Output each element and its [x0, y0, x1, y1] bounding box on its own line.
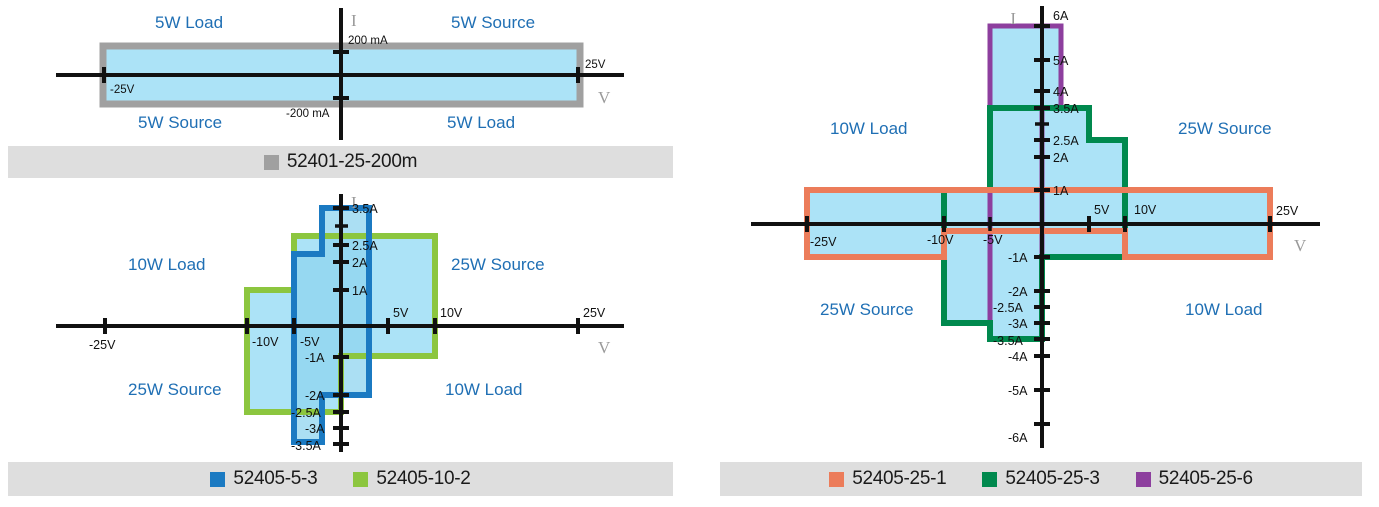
voltage-axis-label: V — [598, 338, 611, 357]
soa-outline-52405-5-3 — [291, 205, 372, 445]
legend-swatch-icon — [1135, 471, 1151, 487]
legend-item[interactable]: 52405-10-2 — [353, 468, 471, 490]
current-axis-label: I — [351, 11, 357, 30]
legend-item[interactable]: 52401-25-200m — [263, 151, 418, 173]
tick-label-y--4A: -4A — [1008, 350, 1028, 364]
legend-swatch-icon — [982, 471, 998, 487]
legend-label: 52405-25-6 — [1158, 468, 1254, 489]
tick-label-x--10V: -10V — [252, 335, 279, 349]
legend-chart-52401-25-200m: 52401-25-200m — [8, 146, 673, 178]
voltage-axis-label: V — [598, 88, 611, 107]
legend-item[interactable]: 52405-25-3 — [982, 468, 1100, 490]
tick-label-y--3.5A: -3.5A — [291, 439, 322, 452]
legend-item[interactable]: 52405-5-3 — [210, 468, 318, 490]
tick-label-x--25V: -25V — [810, 235, 837, 249]
tick-label-y-1A: 1A — [1053, 184, 1069, 198]
legend-chart-52405-25-series: 52405-25-1 52405-25-3 52405-25-6 — [720, 462, 1362, 496]
quadrant-label-bottom-right: 10W Load — [445, 380, 523, 399]
legend-label: 52405-25-3 — [1005, 468, 1100, 489]
tick-label-neg-voltage: -25V — [110, 84, 135, 96]
legend-label: 52405-5-3 — [233, 468, 318, 489]
tick-label-y-3.5A: 3.5A — [352, 202, 378, 216]
quadrant-label-top-right: 5W Source — [451, 13, 535, 32]
tick-label-x-25V: 25V — [1276, 204, 1299, 218]
tick-label-y-6A: 6A — [1053, 9, 1069, 23]
tick-label-neg-current: -200 mA — [286, 108, 330, 120]
tick-label-y-5A: 5A — [1053, 54, 1069, 68]
tick-label-y--3A: -3A — [305, 422, 325, 436]
legend-label: 52405-25-1 — [852, 468, 947, 489]
tick-label-y-2.5A: 2.5A — [1053, 134, 1079, 148]
tick-label-x--5V: -5V — [300, 335, 320, 349]
chart-52401-25-200m: I V 200 mA -200 mA -25V 25V 5W Load 5W S… — [56, 8, 624, 140]
quadrant-label-top-right: 25W Source — [451, 255, 545, 274]
tick-label-y--6A: -6A — [1008, 431, 1028, 445]
tick-label-x--10V: -10V — [927, 233, 954, 247]
tick-label-y--2.5A: -2.5A — [993, 301, 1024, 315]
tick-label-y-2A: 2A — [1053, 151, 1069, 165]
legend-label: 52401-25-200m — [286, 151, 418, 172]
voltage-axis-label: V — [1294, 236, 1307, 255]
tick-label-pos-current: 200 mA — [348, 35, 388, 47]
quadrant-label-bottom-right: 5W Load — [447, 113, 515, 132]
legend-swatch-icon — [210, 471, 226, 487]
tick-label-x-10V: 10V — [440, 306, 463, 320]
legend-swatch-icon — [353, 471, 369, 487]
legend-label: 52405-10-2 — [376, 468, 471, 489]
tick-label-pos-voltage: 25V — [585, 59, 606, 71]
tick-label-y-1A: 1A — [352, 284, 368, 298]
current-axis-label: I — [351, 193, 357, 212]
tick-label-x-5V: 5V — [1094, 203, 1110, 217]
quadrant-label-top-right: 25W Source — [1178, 119, 1272, 138]
quadrant-label-top-left: 10W Load — [128, 255, 206, 274]
legend-swatch-icon — [263, 154, 279, 170]
tick-label-y-2.5A: 2.5A — [352, 239, 378, 253]
tick-label-y-4A: 4A — [1053, 85, 1069, 99]
tick-label-y--1A: -1A — [1008, 251, 1028, 265]
tick-label-y--1A: -1A — [305, 351, 325, 365]
quadrant-label-bottom-right: 10W Load — [1185, 300, 1263, 319]
chart-52405-25-series: I V -25V -10V -5V 5V 10V 25V 6A 5A 4A 3.… — [751, 6, 1320, 448]
legend-swatch-icon — [829, 471, 845, 487]
quadrant-label-top-left: 10W Load — [830, 119, 908, 138]
left-panel: I V 200 mA -200 mA -25V 25V 5W Load 5W S… — [8, 8, 673, 496]
quadrant-label-bottom-left: 5W Source — [138, 113, 222, 132]
tick-label-y--5A: -5A — [1008, 384, 1028, 398]
quadrant-label-top-left: 5W Load — [155, 13, 223, 32]
tick-label-y-2A: 2A — [352, 256, 368, 270]
tick-label-x-5V: 5V — [393, 306, 409, 320]
quadrant-label-bottom-left: 25W Source — [820, 300, 914, 319]
tick-label-x-10V: 10V — [1134, 203, 1157, 217]
legend-item[interactable]: 52405-25-6 — [1135, 468, 1254, 490]
legend-chart-52405-5-3-and-10-2: 52405-5-3 52405-10-2 — [8, 462, 673, 496]
tick-label-x--5V: -5V — [983, 233, 1003, 247]
tick-label-y--2.5A: -2.5A — [291, 406, 322, 420]
tick-label-y--3.5A: -3.5A — [993, 334, 1024, 348]
chart-52405-5-3-and-10-2: I V -25V -10V -5V 5V 10V 25V 3.5A 2.5A 2… — [56, 193, 624, 452]
quadrant-label-bottom-left: 25W Source — [128, 380, 222, 399]
tick-label-x-25V: 25V — [583, 306, 606, 320]
legend-item[interactable]: 52405-25-1 — [829, 468, 947, 490]
right-panel: I V -25V -10V -5V 5V 10V 25V 6A 5A 4A 3.… — [690, 0, 1379, 507]
tick-label-y--2A: -2A — [1008, 285, 1028, 299]
tick-label-y--3A: -3A — [1008, 317, 1028, 331]
current-axis-label: I — [1010, 9, 1016, 28]
tick-label-y-3.5A: 3.5A — [1053, 102, 1079, 116]
tick-label-x--25V: -25V — [89, 338, 116, 352]
tick-label-y--2A: -2A — [305, 389, 325, 403]
